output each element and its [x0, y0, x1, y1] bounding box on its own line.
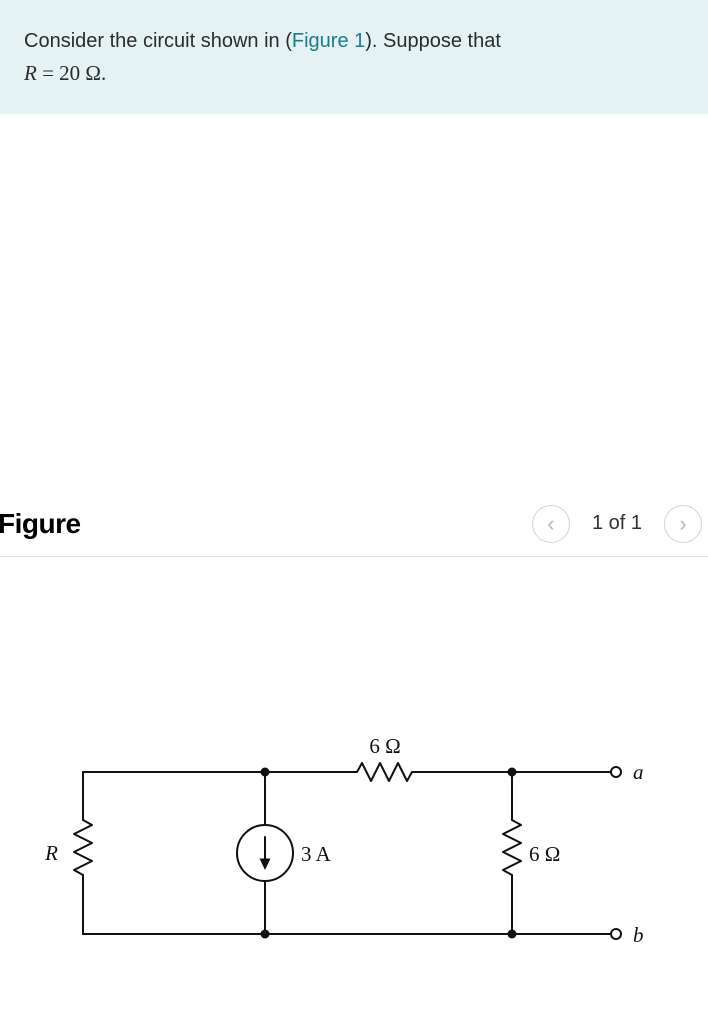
- terminal-b-circle: [610, 927, 622, 940]
- node-dots: [260, 767, 517, 939]
- left-resistor-label: R: [44, 841, 58, 865]
- terminal-a-circle: [610, 765, 622, 778]
- figure-panel-title: Figure: [0, 507, 81, 539]
- resistor-right-zigzag: [502, 818, 522, 876]
- current-source-label: 3 A: [301, 842, 332, 866]
- resistor-top-zigzag: [356, 761, 413, 782]
- circuit-figure: R 6 Ω 3 A 6 Ω a b: [0, 717, 708, 1012]
- math-variable-r: R: [24, 61, 37, 85]
- terminal-b-label: b: [633, 923, 644, 947]
- chevron-right-icon: ›: [679, 510, 687, 536]
- problem-statement: Consider the circuit shown in (Figure 1)…: [0, 0, 708, 114]
- previous-figure-button[interactable]: ‹: [531, 504, 570, 543]
- figure-pager: ‹ 1 of 1 ›: [531, 504, 702, 543]
- current-source-arrowhead-icon: [259, 858, 271, 870]
- right-resistor-label: 6 Ω: [529, 842, 560, 866]
- page-indicator: 1 of 1: [591, 512, 642, 535]
- problem-text-line1: Consider the circuit shown in (Figure 1)…: [24, 26, 682, 57]
- problem-text-suffix: ). Suppose that: [365, 30, 501, 52]
- problem-equation: R = 20 Ω.: [24, 57, 682, 90]
- figure-panel-divider: [0, 555, 708, 557]
- resistor-r-zigzag: [73, 818, 93, 876]
- terminal-a-label: a: [633, 760, 644, 784]
- next-figure-button[interactable]: ›: [664, 504, 702, 543]
- node-dot-top-left: [260, 767, 270, 777]
- figure-1-link[interactable]: Figure 1: [291, 30, 366, 52]
- node-dot-bottom-left: [260, 929, 270, 939]
- top-resistor-label: 6 Ω: [369, 734, 400, 758]
- math-equation-rest: = 20 Ω.: [36, 61, 107, 85]
- circuit-diagram-svg: R 6 Ω 3 A 6 Ω a b: [44, 734, 644, 947]
- node-dot-top-right: [507, 767, 517, 777]
- chevron-left-icon: ‹: [547, 510, 555, 536]
- problem-text-prefix: Consider the circuit shown in (: [24, 30, 292, 52]
- node-dot-bottom-right: [507, 929, 517, 939]
- figure-panel-header: Figure ‹ 1 of 1 ›: [0, 502, 708, 546]
